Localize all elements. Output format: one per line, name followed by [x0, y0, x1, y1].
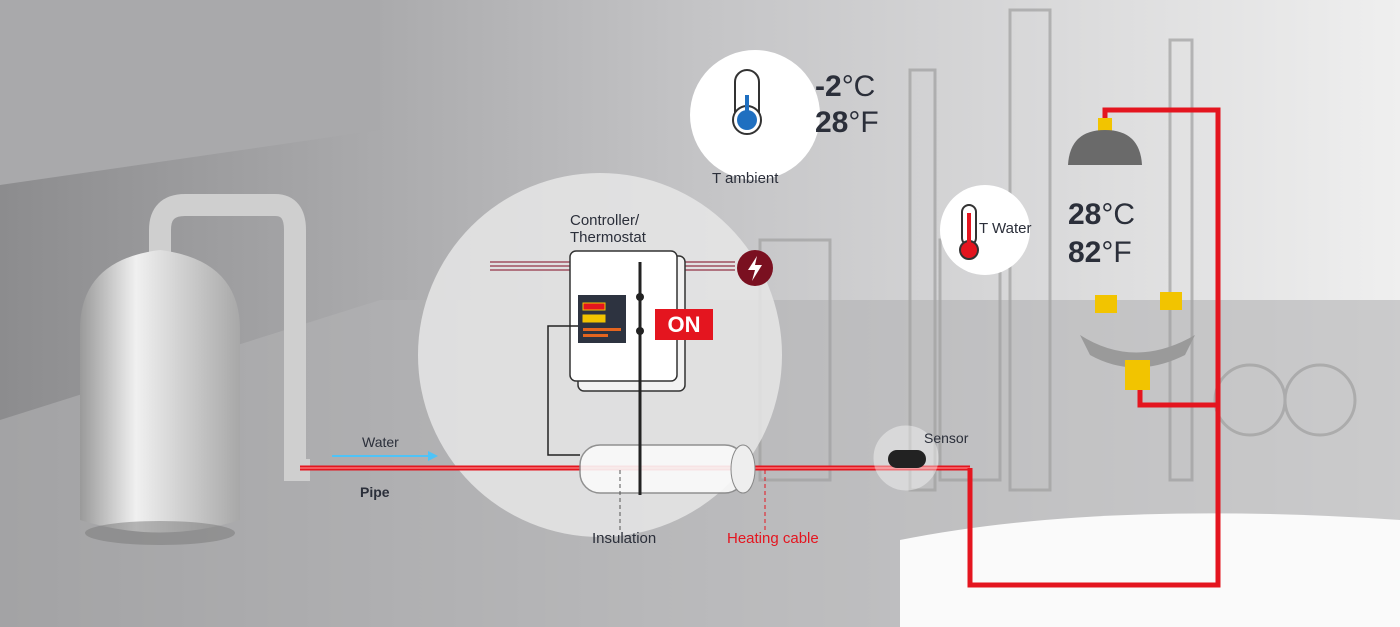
eyewash-station [1080, 292, 1195, 390]
thermometer-cold-icon [732, 69, 762, 135]
insulation [579, 444, 756, 494]
water-fahrenheit: 82°F [1068, 236, 1132, 269]
controller-box [547, 250, 686, 495]
sensor [888, 450, 926, 468]
controller-label-line2: Thermostat [570, 229, 646, 246]
thermometer-hot-icon [959, 204, 979, 260]
ambient-label: T ambient [712, 170, 779, 187]
controller-label: Controller/ Thermostat [570, 212, 646, 246]
controller-label-line1: Controller/ [570, 212, 640, 229]
ambient-fahrenheit: 28°F [815, 106, 879, 139]
wall-upper [0, 0, 380, 185]
insulation-label: Insulation [592, 530, 657, 547]
snow [900, 513, 1400, 627]
safety-shower [1068, 118, 1142, 165]
water-flow-arrow [332, 451, 438, 461]
sensor-label: Sensor [924, 430, 969, 446]
pipe-label: Pipe [360, 484, 390, 500]
heating-cable-label: Heating cable [727, 530, 819, 547]
water-temp-label: T Water [979, 220, 1032, 237]
ambient-celsius: -2°C [815, 70, 876, 103]
water-celsius: 28°C [1068, 198, 1136, 231]
water-tank [80, 194, 310, 545]
status-badge-on: ON [655, 309, 713, 340]
water-label: Water [362, 434, 399, 450]
